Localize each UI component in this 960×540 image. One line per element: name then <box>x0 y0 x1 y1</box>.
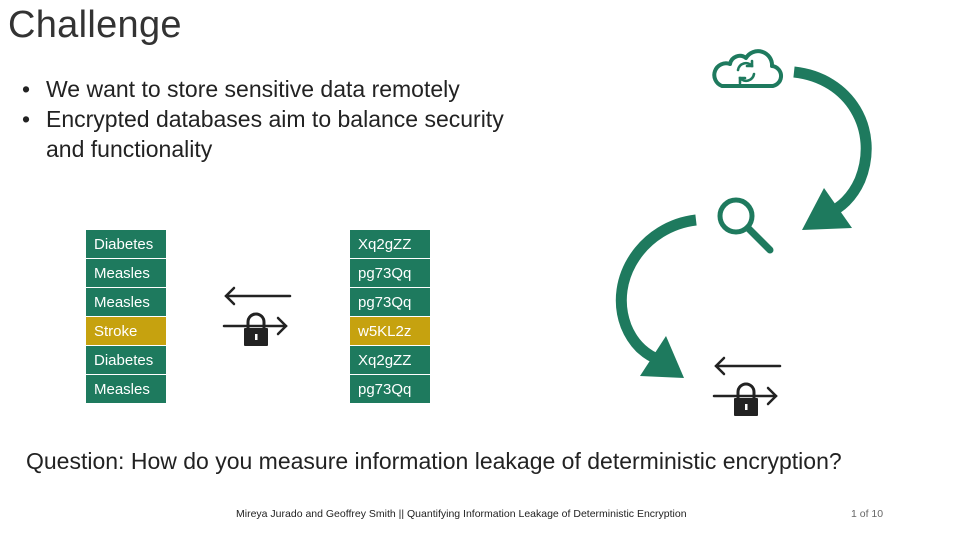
bullet-symbol: • <box>22 106 31 132</box>
ciphertext-cell: Xq2gZZ <box>350 346 430 374</box>
exchange-lock-icon <box>222 286 292 346</box>
cloud-sync-icon <box>712 49 783 89</box>
ciphertext-cell: Xq2gZZ <box>350 230 430 258</box>
curved-arrow-icon <box>615 214 697 378</box>
curved-arrow-icon <box>793 66 872 230</box>
ciphertext-cell: w5KL2z <box>350 317 430 345</box>
search-icon <box>717 197 774 254</box>
bullet-text: We want to store sensitive data remotely <box>46 76 460 102</box>
bullet-item: • Encrypted databases aim to balance sec… <box>22 104 506 164</box>
ciphertext-cell: pg73Qq <box>350 288 430 316</box>
plaintext-cell: Measles <box>86 288 166 316</box>
ciphertext-cell: pg73Qq <box>350 259 430 287</box>
page-number: 1 of 10 <box>851 508 884 520</box>
plaintext-cell: Diabetes <box>86 230 166 258</box>
plaintext-cell: Measles <box>86 375 166 403</box>
bullet-item: • We want to store sensitive data remote… <box>22 74 506 104</box>
ciphertext-cell: pg73Qq <box>350 375 430 403</box>
slide-title: Challenge <box>8 4 182 46</box>
bullet-text: Encrypted databases aim to balance secur… <box>46 106 504 162</box>
footer-text: Mireya Jurado and Geoffrey Smith || Quan… <box>236 508 687 520</box>
plaintext-cell: Measles <box>86 259 166 287</box>
question-text: Question: How do you measure information… <box>26 448 842 474</box>
plaintext-cell: Diabetes <box>86 346 166 374</box>
exchange-lock-icon <box>712 356 782 416</box>
bullet-symbol: • <box>22 76 31 102</box>
plaintext-cell: Stroke <box>86 317 166 345</box>
bullet-list: • We want to store sensitive data remote… <box>22 74 506 164</box>
